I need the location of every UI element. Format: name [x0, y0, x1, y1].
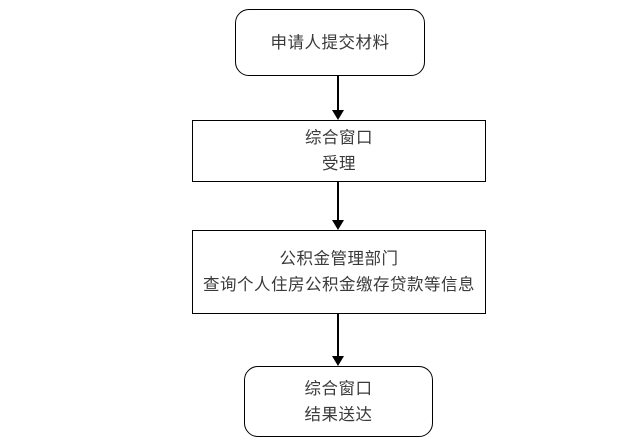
- flow-node-query-line-1: 公积金管理部门: [279, 249, 399, 269]
- flow-node-accept-line-1: 综合窗口: [305, 128, 373, 148]
- arrow-head-down-icon: [332, 220, 344, 230]
- flow-node-comprehensive-window-accept: 综合窗口 受理: [192, 120, 486, 182]
- flow-node-query-line-2: 查询个人住房公积金缴存贷款等信息: [203, 275, 475, 294]
- flow-node-fund-management-query: 公积金管理部门 查询个人住房公积金缴存贷款等信息: [192, 230, 486, 314]
- flow-node-deliver-line-2: 结果送达: [304, 404, 373, 424]
- flow-node-comprehensive-window-deliver: 综合窗口 结果送达: [244, 366, 433, 437]
- flow-node-submit-line-1: 申请人提交材料: [270, 32, 390, 52]
- flow-arrow-accept-to-query: [331, 182, 345, 230]
- flow-arrow-query-to-deliver: [331, 314, 345, 366]
- flow-node-accept-line-2: 受理: [322, 154, 356, 173]
- flow-node-applicant-submit: 申请人提交材料: [235, 9, 425, 76]
- arrow-shaft-icon: [337, 76, 339, 110]
- arrow-shaft-icon: [337, 182, 339, 220]
- arrow-head-down-icon: [332, 110, 344, 120]
- arrow-head-down-icon: [332, 356, 344, 366]
- flow-arrow-submit-to-accept: [331, 76, 345, 120]
- flow-node-deliver-line-1: 综合窗口: [304, 378, 373, 398]
- arrow-shaft-icon: [337, 314, 339, 356]
